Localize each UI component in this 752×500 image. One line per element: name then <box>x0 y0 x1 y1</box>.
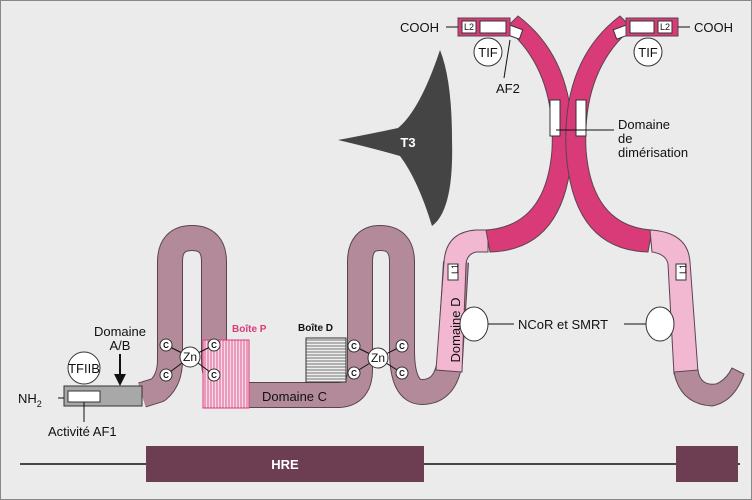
svg-text:C: C <box>351 369 357 378</box>
dimer-label-3: dimérisation <box>618 145 688 160</box>
dimer-box-left <box>549 99 561 137</box>
l2-box-left <box>461 20 477 34</box>
svg-text:C: C <box>399 369 405 378</box>
dimer-label-2: de <box>618 131 632 146</box>
l1-box-left <box>447 263 459 281</box>
nh2-label: NH2 <box>18 391 42 409</box>
ncor-label: NCoR et SMRT <box>518 317 608 332</box>
t3-label: T3 <box>400 135 415 150</box>
l1-box-right <box>675 263 687 281</box>
dimer-box-right <box>575 99 587 137</box>
boite-p-label: Boîte P <box>232 324 267 335</box>
dimer-label-1: Domaine <box>618 117 670 132</box>
l1-label-left: L1 <box>450 264 460 274</box>
left-lbd-arc <box>485 15 573 253</box>
right-tail <box>673 367 745 407</box>
hre-label: HRE <box>271 457 299 472</box>
arrow-down-icon <box>114 374 126 386</box>
svg-text:C: C <box>399 342 405 351</box>
activite-af1-label: Activité AF1 <box>48 424 117 439</box>
hre-box-right <box>676 446 738 482</box>
ncor-left-ellipse <box>459 306 489 342</box>
zinc-finger-1: Zn C C C C <box>159 338 221 382</box>
boite-d-label: Boîte D <box>298 323 333 334</box>
boite-d-box <box>305 337 347 383</box>
l2-box-right <box>657 20 673 34</box>
af1-box <box>67 390 101 403</box>
svg-text:Zn: Zn <box>371 351 385 365</box>
svg-text:C: C <box>211 341 217 350</box>
cooh-left-label: COOH <box>400 20 439 35</box>
tfiib-circle <box>67 351 101 385</box>
domaine-ab-label-1: Domaine <box>94 324 146 339</box>
tif-right-circle <box>633 37 663 67</box>
svg-text:C: C <box>351 342 357 351</box>
l2-label-right: L2 <box>660 22 670 32</box>
hre-box-left <box>146 446 424 482</box>
domaine-c-label: Domaine C <box>262 389 327 404</box>
svg-text:C: C <box>163 371 169 380</box>
cooh-right-label: COOH <box>694 20 733 35</box>
svg-text:C: C <box>211 371 217 380</box>
tfiib-label: TFIIB <box>68 361 100 376</box>
l1-label-right: L1 <box>678 264 688 274</box>
af2-label: AF2 <box>496 81 520 96</box>
ncor-right-ellipse <box>645 306 675 342</box>
tif-right-label: TIF <box>638 45 658 60</box>
tif-left-circle <box>473 37 503 67</box>
right-lbd-arc <box>565 15 653 253</box>
dna-strand: HRE <box>20 446 740 482</box>
l2-label-left: L2 <box>464 22 474 32</box>
t3-ligand <box>338 50 453 226</box>
domaine-ab-label-2: A/B <box>110 338 131 353</box>
receptor-left-dbd <box>138 225 469 408</box>
zinc-finger-2: Zn C C C C <box>347 339 409 380</box>
svg-text:C: C <box>163 341 169 350</box>
svg-text:Zn: Zn <box>183 350 197 364</box>
domaine-d-label: Domaine D <box>448 297 463 362</box>
right-hinge <box>649 229 699 375</box>
tif-left-label: TIF <box>478 45 498 60</box>
